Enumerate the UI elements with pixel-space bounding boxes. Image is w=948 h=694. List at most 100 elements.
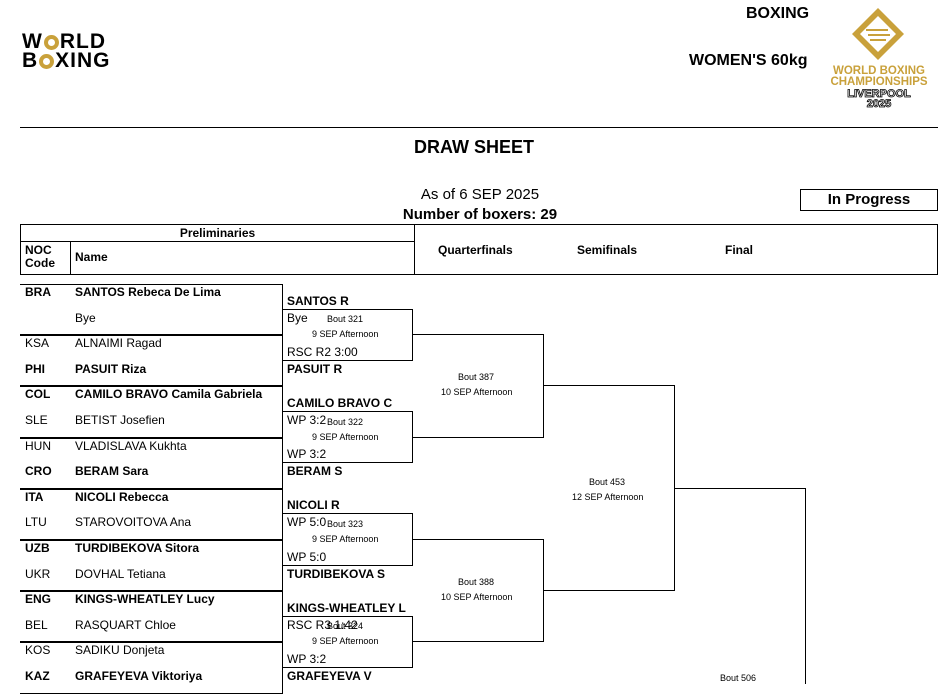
entry-noc: PHI	[25, 361, 46, 376]
bracket-line	[283, 308, 413, 310]
prelim-result: RSC R2 3:00	[287, 344, 358, 359]
bracket-line	[20, 436, 283, 438]
bracket-line	[20, 386, 283, 388]
entry-name: DOVHAL Tetiana	[75, 566, 166, 581]
prelim-result: RSC R3 1:42	[287, 617, 358, 632]
bout-number: Bout 322	[327, 416, 364, 427]
event-label: WOMEN'S 60kg	[689, 52, 808, 69]
preliminaries-header: Preliminaries NOC Code Name	[20, 224, 415, 275]
sport-label: BOXING	[746, 5, 810, 22]
championship-location: LIVERPOOL 2025	[847, 88, 911, 110]
bracket-line	[412, 615, 413, 668]
bracket-line	[543, 539, 544, 643]
prelim-result: WP 5:0	[287, 549, 327, 564]
entry-name: Bye	[75, 310, 96, 325]
entry-noc: UZB	[25, 541, 50, 555]
bracket-line	[283, 411, 413, 412]
bout-number: Bout 453	[589, 476, 626, 487]
entry-name: GRAFEYEVA Viktoriya	[75, 669, 203, 683]
bracket-line	[20, 642, 283, 644]
entry-noc: BRA	[25, 285, 51, 299]
bracket-line	[20, 284, 283, 285]
status-badge: In Progress	[800, 189, 938, 211]
semifinals-header: Semifinals	[577, 243, 638, 257]
entry-name: ALNAIMI Ragad	[75, 336, 162, 351]
bracket-line	[282, 591, 283, 643]
bracket-line	[20, 539, 283, 540]
bracket-line	[283, 564, 413, 566]
bracket-line	[283, 513, 413, 515]
final-header: Final	[725, 243, 754, 257]
entry-name: SANTOS Rebeca De Lima	[75, 285, 221, 299]
bracket-line	[283, 462, 413, 464]
entry-noc: HUN	[25, 438, 51, 453]
bracket-line	[283, 615, 413, 617]
entry-noc: BEL	[25, 617, 48, 632]
bracket-line	[20, 692, 283, 694]
bracket-line	[20, 487, 283, 489]
header-divider	[20, 127, 938, 128]
entry-noc: KAZ	[25, 669, 50, 683]
bout-number: Bout 323	[327, 519, 364, 529]
championship-title: WORLD BOXING CHAMPIONSHIPS	[830, 65, 928, 88]
name-header: Name	[75, 250, 108, 264]
entry-name: VLADISLAVA Kukhta	[75, 438, 187, 453]
bracket-line	[674, 385, 675, 592]
logo-ring-icon	[39, 54, 55, 69]
entry-name: SADIKU Donjeta	[75, 643, 165, 658]
prelim-winner: SANTOS R	[287, 293, 349, 308]
bracket-line	[282, 284, 283, 336]
prelim-result: WP 3:2	[287, 447, 327, 462]
bracket-line	[20, 335, 283, 337]
quarterfinals-header: Quarterfinals	[438, 243, 513, 257]
bout-number: Bout 506	[720, 673, 757, 683]
bracket-line	[20, 540, 283, 541]
bracket-line	[20, 590, 283, 592]
noc-code-header: NOC Code	[25, 243, 55, 270]
entry-name: RASQUART Chloe	[75, 617, 176, 632]
bout-time: 9 SEP Afternoon	[312, 431, 379, 442]
number-of-boxers: Number of boxers: 29	[402, 206, 558, 223]
championship-emblem-icon	[850, 6, 906, 62]
bracket-line	[805, 487, 806, 684]
bracket-line	[20, 437, 283, 439]
entry-noc: ENG	[25, 592, 52, 607]
bracket-line	[412, 308, 413, 361]
prelim-result: WP 3:2	[287, 413, 327, 427]
logo-ring-icon	[43, 35, 59, 50]
bracket-line	[283, 667, 413, 668]
bout-time: 9 SEP Afternoon	[312, 534, 379, 544]
bracket-line	[20, 641, 283, 643]
prelim-result: WP 3:2	[287, 652, 327, 666]
bracket-line	[544, 385, 675, 387]
bracket-line	[20, 385, 283, 387]
entry-noc: ITA	[25, 489, 44, 504]
bout-time: 9 SEP Afternoon	[312, 636, 379, 647]
entry-name: STAROVOITOVA Ana	[75, 515, 192, 530]
entry-name: TURDIBEKOVA Sitora	[75, 541, 200, 555]
bout-number: Bout 321	[327, 314, 364, 325]
entry-name: BETIST Josefien	[75, 413, 165, 427]
bracket-line	[20, 488, 283, 490]
entry-noc: KOS	[25, 643, 51, 658]
prelim-winner: TURDIBEKOVA S	[287, 566, 386, 581]
bracket-line	[283, 359, 413, 361]
entry-name: NICOLI Rebecca	[75, 489, 169, 504]
bout-number: Bout 387	[458, 372, 495, 383]
as-of-date: As of 6 SEP 2025	[420, 186, 540, 203]
bracket-line	[413, 539, 544, 540]
prelim-winner: BERAM S	[287, 464, 343, 479]
entry-noc: COL	[25, 387, 51, 402]
entry-noc: KSA	[25, 336, 50, 351]
bracket-line	[282, 437, 283, 489]
bracket-line	[413, 641, 544, 643]
bracket-line	[412, 513, 413, 566]
bracket-line	[675, 487, 806, 489]
page-title: DRAW SHEET	[413, 137, 534, 157]
prelim-winner: NICOLI R	[287, 498, 340, 513]
bracket-line	[543, 334, 544, 438]
bracket-line	[413, 436, 544, 438]
bracket-line	[282, 335, 283, 387]
bracket-line	[544, 590, 675, 592]
